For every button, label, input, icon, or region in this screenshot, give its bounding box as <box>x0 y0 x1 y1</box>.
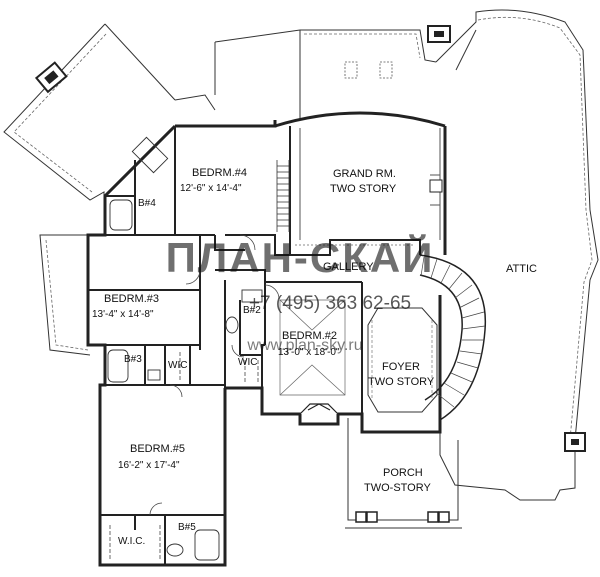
bath-fixtures <box>107 136 263 561</box>
bedrm2-window <box>299 403 339 415</box>
chimney-right <box>427 25 451 43</box>
left-roof-eave <box>13 33 107 351</box>
wic-b3-label: WIC <box>168 360 187 371</box>
gallery-label: GALLERY <box>323 261 374 273</box>
grand-room-subtitle: TWO STORY <box>330 183 397 195</box>
foyer-subtitle: TWO STORY <box>368 376 435 388</box>
door-swings <box>149 234 280 516</box>
attic-label: ATTIC <box>506 263 537 275</box>
b3-label: B#3 <box>124 354 142 365</box>
foyer-stair-treads <box>420 256 486 408</box>
porch-label: PORCH <box>383 467 423 479</box>
chimney-left <box>34 61 68 94</box>
foyer-label: FOYER <box>382 361 420 373</box>
bedrm2-ceiling-lines <box>279 299 346 396</box>
closet-shelves <box>109 352 259 560</box>
bedrm3-dimensions: 13'-4" x 14'-8" <box>92 309 154 320</box>
bedrm3-label: BEDRM.#3 <box>104 293 159 305</box>
grand-room-label: GRAND RM. <box>333 168 396 180</box>
attic-eave-lines <box>304 16 593 441</box>
bedrm2-label: BEDRM.#2 <box>282 330 337 342</box>
interior-walls <box>88 126 421 565</box>
bedrm5-dimensions: 16'-2" x 17'-4" <box>118 460 180 471</box>
porch <box>345 418 462 529</box>
wic-b2-label: WIC <box>238 357 257 368</box>
foyer-opening <box>367 307 438 413</box>
bedrm4-label: BEDRM.#4 <box>192 167 247 179</box>
b2-label: B#2 <box>243 305 261 316</box>
b4-label: B#4 <box>138 198 156 209</box>
wic5-label: W.I.C. <box>118 536 145 547</box>
grand-room-stair <box>276 160 290 232</box>
foyer-curved-stair <box>419 254 487 421</box>
attic-outline <box>299 9 599 501</box>
watermark-site: www.plan-sky.ru <box>246 337 362 354</box>
porch-subtitle: TWO-STORY <box>364 482 431 494</box>
roof-vents <box>344 61 393 79</box>
watermark-phone: +7 (495) 363 62-65 <box>249 293 411 314</box>
chimney-attic <box>564 432 586 452</box>
bedrm2-dimensions: 13'-0" x 18'-0" <box>278 347 340 358</box>
bedrm5-label: BEDRM.#5 <box>130 443 185 455</box>
watermark-logo: ПЛАН-СКАЙ <box>166 233 435 281</box>
bedrm4-dimensions: 12'-6" x 14'-4" <box>180 183 242 194</box>
grand-room-switch <box>429 179 443 193</box>
b5-label: B#5 <box>178 522 196 533</box>
porch-columns <box>355 511 450 523</box>
foyer-opening-dashed <box>371 320 433 400</box>
